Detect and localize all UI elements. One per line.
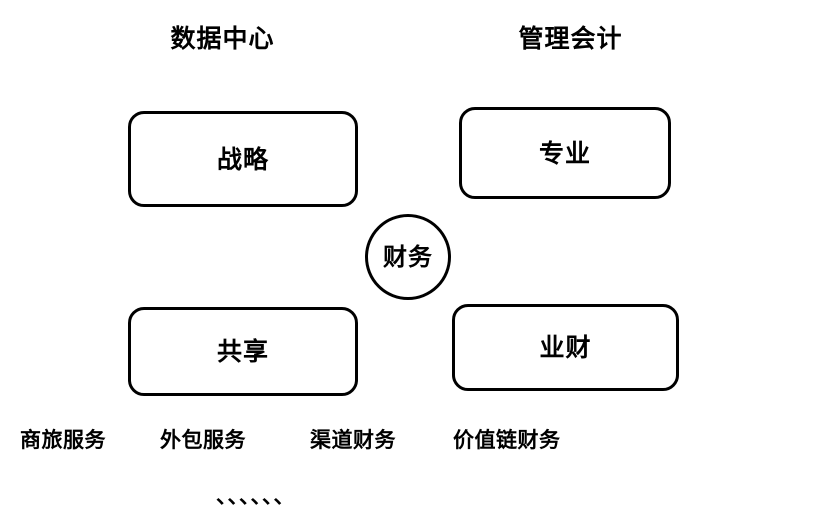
node-box-shared-service-label: 共享 [216, 337, 269, 366]
node-box-shared-service[interactable]: 共享 [128, 307, 358, 396]
center-circle-finance[interactable]: 财务 [365, 214, 451, 300]
ellipsis-tick-marks: 、、、、、、 [216, 484, 296, 508]
center-circle-finance-label: 财务 [383, 243, 433, 271]
footnote-label-channel-finance: 渠道财务 [310, 428, 396, 452]
node-box-profession-label: 专业 [538, 138, 591, 168]
column-header-data-center: 数据中心 [170, 24, 275, 53]
node-box-business-finance-label: 业财 [539, 333, 592, 362]
footnote-label-business-travel-service: 商旅服务 [20, 428, 106, 452]
footnote-label-outsourcing-service: 外包服务 [160, 428, 246, 452]
node-box-strategy[interactable]: 战略 [128, 111, 358, 207]
node-box-business-finance[interactable]: 业财 [452, 304, 679, 391]
column-header-management-accounting: 管理会计 [518, 24, 623, 53]
node-box-strategy-label: 战略 [216, 144, 269, 174]
footnote-label-value-chain-finance: 价值链财务 [453, 428, 561, 452]
node-box-profession[interactable]: 专业 [459, 107, 671, 199]
